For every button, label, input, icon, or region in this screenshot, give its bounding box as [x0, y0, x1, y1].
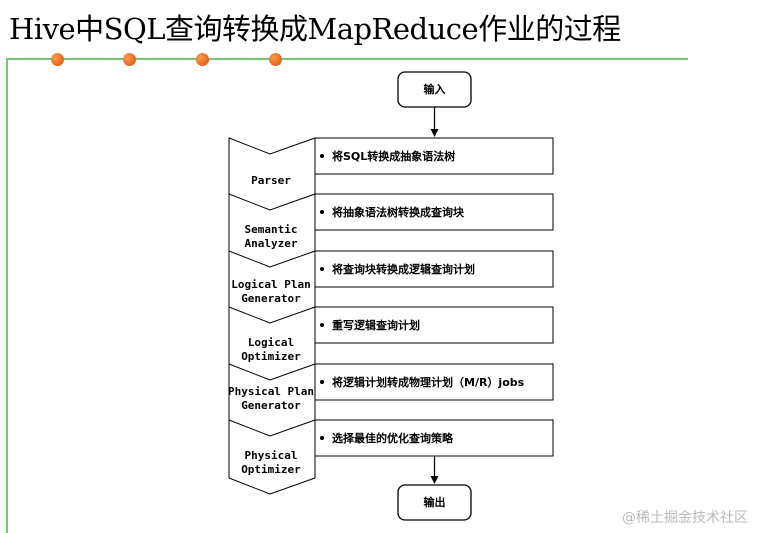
description-box — [314, 250, 554, 288]
stage-description: 将逻辑计划转成物理计划（M/R）jobs — [332, 375, 525, 389]
decorative-dot-3 — [196, 53, 209, 66]
decorative-dot-1 — [51, 53, 64, 66]
decorative-dot-2 — [123, 53, 136, 66]
stage-semantic-analyzer: Semantic Analyzer 将抽象语法树转换成查询块 — [228, 193, 554, 269]
output-node — [397, 484, 472, 521]
stage-label-line: Physical Plan — [228, 385, 314, 398]
description-box — [314, 419, 554, 457]
bullet-icon — [320, 323, 324, 327]
title-underline — [6, 58, 688, 60]
stage-label-line: Physical — [245, 449, 298, 462]
stage-label-line: Parser — [251, 174, 291, 187]
description-box — [314, 306, 554, 344]
input-node-label: 输入 — [424, 82, 446, 96]
stage-label-line: Optimizer — [241, 463, 301, 476]
output-node-label: 输出 — [424, 495, 446, 509]
stage-label-line: Generator — [241, 399, 301, 412]
chevron-shape — [228, 419, 316, 495]
stage-description: 选择最佳的优化查询策略 — [332, 431, 454, 445]
left-border-line — [6, 58, 8, 533]
stage-label-line: Generator — [241, 292, 301, 305]
bullet-icon — [320, 436, 324, 440]
stage-logical-plan-generator: Logical Plan Generator 将查询块转换成逻辑查询计划 — [228, 250, 554, 326]
stage-label-line: Analyzer — [245, 237, 298, 250]
stage-description: 将查询块转换成逻辑查询计划 — [332, 262, 475, 276]
bullet-icon — [320, 267, 324, 271]
stage-description: 将抽象语法树转换成查询块 — [332, 205, 465, 219]
stage-logical-optimizer: Logical Optimizer 重写逻辑查询计划 — [228, 306, 554, 382]
description-box — [314, 363, 554, 401]
stage-label-line: Semantic — [245, 223, 298, 236]
description-box — [314, 193, 554, 231]
bullet-icon — [320, 154, 324, 158]
stage-description: 将SQL转换成抽象语法树 — [332, 149, 455, 163]
bullet-icon — [320, 210, 324, 214]
watermark: @稀土掘金技术社区 — [622, 510, 748, 526]
stage-physical-plan-generator: Physical Plan Generator 将逻辑计划转成物理计划（M/R）… — [228, 363, 554, 439]
stage-physical-optimizer: Physical Optimizer 选择最佳的优化查询策略 — [228, 419, 554, 495]
description-box — [314, 137, 554, 175]
bullet-icon — [320, 380, 324, 384]
stage-label-line: Logical — [248, 336, 294, 349]
stage-label-line: Optimizer — [241, 350, 301, 363]
page-title: Hive中SQL查询转换成MapReduce作业的过程 — [9, 12, 621, 46]
stage-parser: Parser 将SQL转换成抽象语法树 — [228, 137, 554, 213]
stage-description: 重写逻辑查询计划 — [332, 318, 420, 332]
decorative-dot-4 — [269, 53, 282, 66]
stage-label-line: Logical Plan — [231, 278, 310, 291]
